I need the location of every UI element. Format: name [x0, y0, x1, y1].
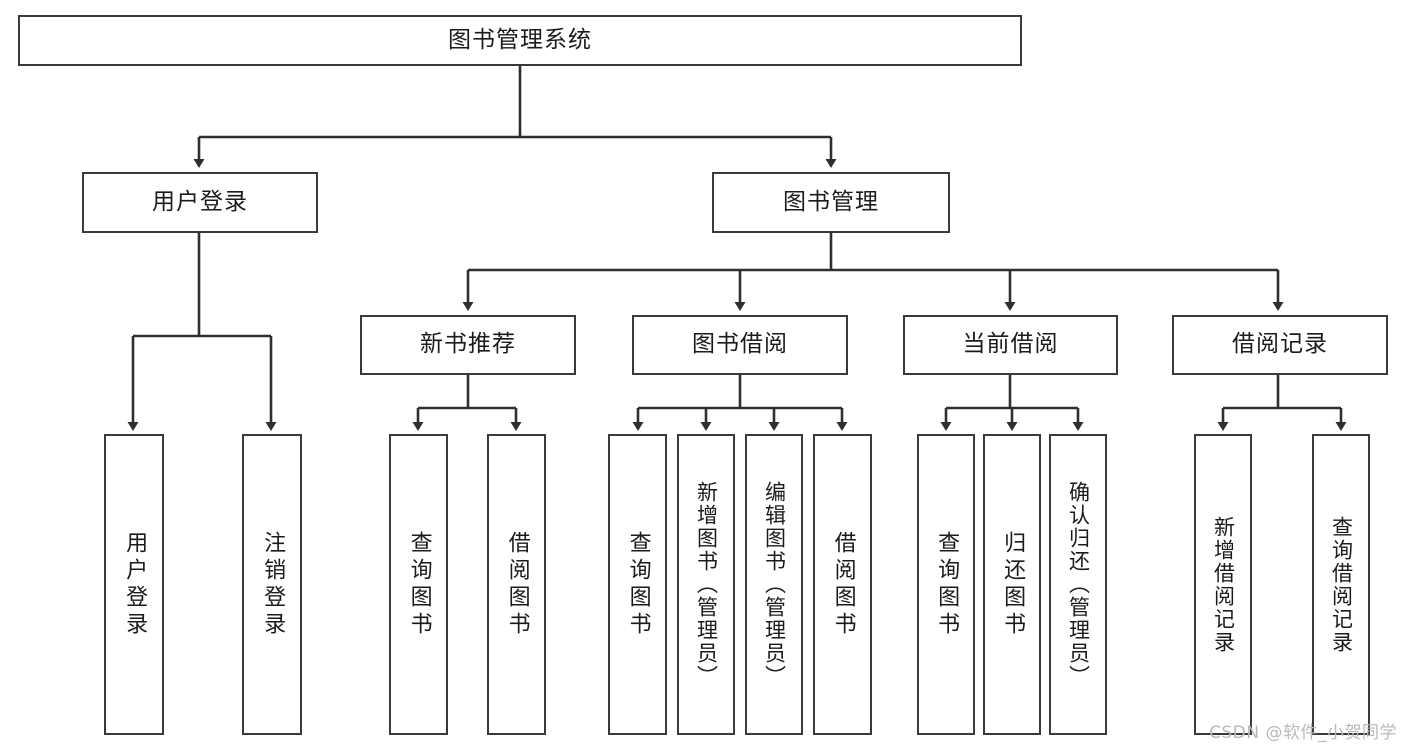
leaf-recommend-borrow-book-label: 借阅图书 [504, 530, 530, 639]
node-new-book-recommend-label: 新书推荐 [420, 331, 516, 358]
leaf-current-confirm-return-admin-label: 确认归还（管理员） [1066, 481, 1091, 688]
leaf-borrow-edit-book-admin[interactable]: 编辑图书（管理员） [745, 434, 803, 735]
leaf-borrow-edit-book-admin-label: 编辑图书（管理员） [762, 481, 787, 688]
leaf-user-login-login-label: 用户登录 [122, 530, 148, 639]
node-borrow-record-label: 借阅记录 [1232, 331, 1328, 358]
leaf-borrow-borrow-book[interactable]: 借阅图书 [813, 434, 872, 735]
leaf-user-login-logout[interactable]: 注销登录 [242, 434, 302, 735]
leaf-borrow-query-book[interactable]: 查询图书 [608, 434, 667, 735]
leaf-borrow-borrow-book-label: 借阅图书 [830, 530, 856, 639]
node-user-login[interactable]: 用户登录 [82, 172, 318, 233]
leaf-user-login-login[interactable]: 用户登录 [104, 434, 164, 735]
leaf-borrow-add-book-admin-label: 新增图书（管理员） [694, 481, 719, 688]
node-root[interactable]: 图书管理系统 [18, 15, 1022, 66]
node-book-management-label: 图书管理 [783, 188, 879, 215]
node-book-borrow-label: 图书借阅 [692, 331, 788, 358]
node-current-borrow[interactable]: 当前借阅 [903, 315, 1118, 375]
leaf-record-query-record[interactable]: 查询借阅记录 [1312, 434, 1370, 735]
leaf-current-return-book-label: 归还图书 [1000, 530, 1026, 639]
leaf-current-query-book-label: 查询图书 [934, 530, 960, 639]
leaf-recommend-borrow-book[interactable]: 借阅图书 [487, 434, 546, 735]
leaf-record-add-record[interactable]: 新增借阅记录 [1194, 434, 1252, 735]
node-user-login-label: 用户登录 [152, 188, 248, 215]
leaf-borrow-add-book-admin[interactable]: 新增图书（管理员） [677, 434, 735, 735]
node-book-management[interactable]: 图书管理 [712, 172, 950, 233]
node-book-borrow[interactable]: 图书借阅 [632, 315, 848, 375]
leaf-record-add-record-label: 新增借阅记录 [1211, 515, 1236, 654]
node-current-borrow-label: 当前借阅 [962, 331, 1059, 358]
leaf-current-confirm-return-admin[interactable]: 确认归还（管理员） [1049, 434, 1107, 735]
node-borrow-record[interactable]: 借阅记录 [1172, 315, 1388, 375]
csdn-watermark: CSDN @软件_小贺同学 [1209, 723, 1397, 743]
leaf-current-query-book[interactable]: 查询图书 [917, 434, 975, 735]
leaf-recommend-query-book[interactable]: 查询图书 [389, 434, 448, 735]
node-new-book-recommend[interactable]: 新书推荐 [360, 315, 576, 375]
node-root-label: 图书管理系统 [448, 26, 592, 53]
leaf-record-query-record-label: 查询借阅记录 [1329, 515, 1354, 654]
leaf-recommend-query-book-label: 查询图书 [406, 530, 432, 639]
leaf-user-login-logout-label: 注销登录 [260, 530, 286, 639]
leaf-borrow-query-book-label: 查询图书 [625, 530, 651, 639]
leaf-current-return-book[interactable]: 归还图书 [983, 434, 1041, 735]
